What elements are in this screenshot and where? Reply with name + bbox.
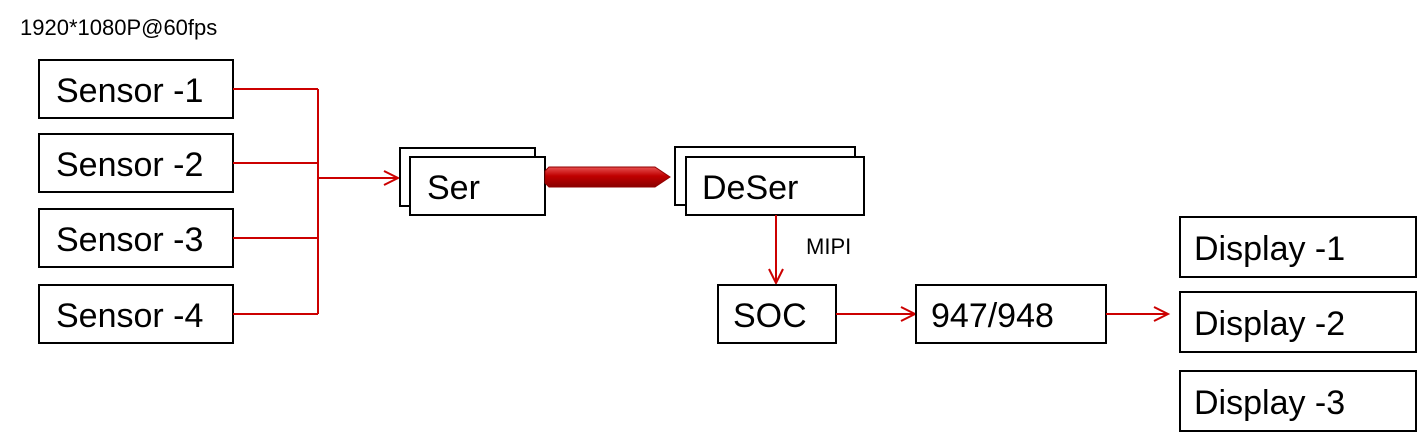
display-box-2: Display -2 <box>1179 291 1417 353</box>
sensor-box-3: Sensor -3 <box>38 208 234 268</box>
deser-box: DeSer <box>674 146 865 216</box>
sensor-label-1: Sensor -1 <box>56 72 203 110</box>
deser-label: DeSer <box>702 169 798 207</box>
sensor-label-4: Sensor -4 <box>56 297 203 335</box>
sensor-label-3: Sensor -3 <box>56 221 203 259</box>
bridge-box: 947/948 <box>915 284 1107 344</box>
display-label-3: Display -3 <box>1194 384 1345 422</box>
display-box-1: Display -1 <box>1179 216 1417 278</box>
resolution-caption: 1920*1080P@60fps <box>20 15 217 40</box>
display-label-1: Display -1 <box>1194 230 1345 268</box>
soc-box: SOC <box>717 284 837 344</box>
mipi-connector <box>768 215 784 286</box>
sensor-box-1: Sensor -1 <box>38 59 234 119</box>
display-box-3: Display -3 <box>1179 370 1417 432</box>
serial-link-arrow <box>544 166 671 188</box>
sensor-box-2: Sensor -2 <box>38 133 234 193</box>
bridge-label: 947/948 <box>931 297 1054 335</box>
sensor-box-4: Sensor -4 <box>38 284 234 344</box>
sensor-label-2: Sensor -2 <box>56 146 203 184</box>
bridge-to-display-connector <box>1106 306 1171 322</box>
soc-to-bridge-connector <box>836 306 918 322</box>
ser-label: Ser <box>427 169 480 207</box>
display-label-2: Display -2 <box>1194 305 1345 343</box>
sensor-bus-wires <box>233 88 401 315</box>
mipi-label: MIPI <box>806 234 851 259</box>
soc-label: SOC <box>733 297 807 335</box>
ser-box: Ser <box>399 147 546 216</box>
